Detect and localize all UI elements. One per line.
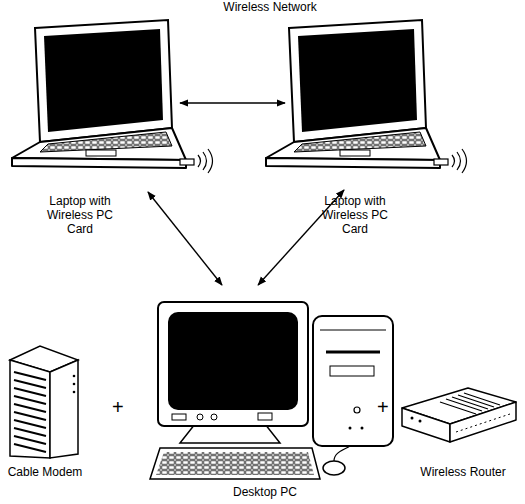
desktop-pc-illustration <box>354 407 360 413</box>
desktop-pc-illustration <box>323 461 345 475</box>
cable-modem-illustration <box>73 375 76 378</box>
cable-modem-illustration <box>73 383 76 386</box>
desktop-pc-illustration <box>197 414 203 420</box>
laptop-right-illustration <box>266 20 467 173</box>
desktop-pc-illustration <box>211 414 217 420</box>
wireless-router-illustration <box>456 414 510 432</box>
wireless-router-node: Wireless Router <box>398 383 518 447</box>
wireless-router-illustration <box>440 393 500 414</box>
wireless-link-arrow <box>258 190 344 285</box>
cable-modem-illustration <box>73 391 76 394</box>
cable-modem-illustration <box>10 346 78 458</box>
desktop-pc-illustration <box>258 413 272 420</box>
desktop-pc-node: Desktop PC <box>150 285 380 482</box>
wireless-router-illustration <box>411 417 414 420</box>
desktop-pc-illustration <box>150 302 393 479</box>
laptop-node: Laptop with Wireless PC Card <box>285 20 465 190</box>
wireless-router-illustration <box>402 388 516 442</box>
desktop-pc-illustration <box>320 330 386 331</box>
desktop-pc-illustration <box>334 446 350 461</box>
desktop-pc-illustration <box>361 427 364 430</box>
laptop-left-illustration <box>12 20 213 173</box>
device-caption: Laptop with Wireless PC Card <box>320 194 390 236</box>
cable-modem-illustration <box>10 360 50 458</box>
wireless-router-illustration <box>419 420 422 423</box>
wireless-router-illustration <box>402 408 450 442</box>
cable-modem-illustration <box>50 360 78 458</box>
desktop-pc-illustration <box>168 312 298 410</box>
desktop-pc-illustration <box>172 414 186 420</box>
desktop-pc-illustration <box>330 366 374 376</box>
cable-modem-illustration <box>14 372 46 452</box>
device-caption: Laptop with Wireless PC Card <box>45 194 115 236</box>
device-caption: Desktop PC <box>215 485 315 499</box>
desktop-pc-illustration <box>156 452 314 475</box>
cable-modem-node: Cable Modem <box>5 345 82 458</box>
laptop-left-illustration <box>12 20 213 173</box>
laptop-node: Laptop with Wireless PC Card <box>5 20 180 192</box>
plus-sign: + <box>377 397 389 417</box>
desktop-pc-illustration <box>150 448 320 479</box>
desktop-pc-illustration <box>326 351 380 354</box>
desktop-pc-illustration <box>158 302 308 426</box>
device-caption: Wireless Router <box>408 465 518 479</box>
laptop-right-illustration <box>266 20 467 173</box>
device-caption: Cable Modem <box>0 465 90 479</box>
wireless-router-illustration <box>450 402 516 442</box>
wireless-link-arrow <box>148 192 222 285</box>
plus-sign: + <box>112 397 124 417</box>
diagram-title: Wireless Network <box>170 0 370 14</box>
desktop-pc-illustration <box>349 427 352 430</box>
desktop-pc-illustration <box>313 316 393 446</box>
wireless-link-arrow <box>180 102 285 103</box>
